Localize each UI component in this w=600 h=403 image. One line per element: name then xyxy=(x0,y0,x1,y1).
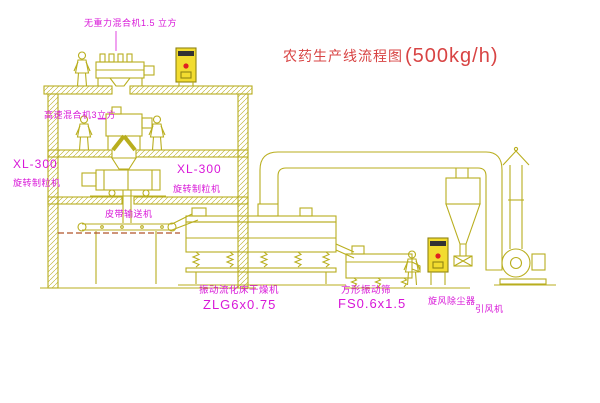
vibrating-screen-drawing xyxy=(345,245,421,288)
label-screen-name: 方形振动筛 xyxy=(341,285,392,296)
granulator-drawing xyxy=(81,157,166,223)
worker-figure-1 xyxy=(73,51,91,87)
mixer-motor xyxy=(143,65,155,76)
label-dryer-name: 振动流化床干燥机 xyxy=(199,285,280,296)
hs-mixer-motor xyxy=(141,117,153,129)
label-belt-conveyor: 皮带输送机 xyxy=(105,209,153,219)
fluidized-bed-dryer-drawing xyxy=(185,203,355,284)
indicator-light-2 xyxy=(435,253,441,259)
ground-lines xyxy=(40,284,556,289)
label-cyclone: 旋风除尘器 xyxy=(428,296,476,306)
label-granulator-mid-model: XL-300 xyxy=(177,162,222,176)
diagram-title: 农药生产线流程图 (500kg/h) xyxy=(283,46,499,66)
label-leader-lines xyxy=(98,31,117,120)
control-cabinet-1 xyxy=(175,47,197,86)
label-fan: 引风机 xyxy=(475,304,504,314)
indicator-light-1 xyxy=(183,63,189,69)
label-dryer-model: ZLG6x0.75 xyxy=(203,297,277,312)
building-structure xyxy=(43,85,253,289)
floor-slab-3 xyxy=(47,196,123,205)
belt-conveyor-drawing xyxy=(58,213,199,284)
roof-slab xyxy=(43,85,113,95)
label-granulator-mid-name: 旋转制粒机 xyxy=(173,184,221,194)
gravity-mixer-drawing xyxy=(95,53,155,87)
worker-figure-2 xyxy=(75,115,93,151)
control-cabinet-2 xyxy=(427,237,449,285)
label-screen-model: FS0.6x1.5 xyxy=(338,296,407,311)
label-gravity-mixer: 无重力混合机1.5 立方 xyxy=(84,18,178,28)
high-speed-mixer-drawing xyxy=(105,106,153,152)
granulator-motor xyxy=(81,172,97,187)
label-granulator-left-name: 旋转制粒机 xyxy=(13,178,61,188)
exhaust-stack-drawing xyxy=(502,146,530,249)
fan-motor xyxy=(531,253,546,271)
cyclone-separator-drawing xyxy=(445,177,481,267)
rotary-valve xyxy=(453,255,473,267)
diagram-title-capacity: (500kg/h) xyxy=(405,45,499,67)
induced-draft-fan-drawing xyxy=(499,248,547,285)
label-granulator-left-model: XL-300 xyxy=(13,157,58,171)
building-column-left xyxy=(47,93,59,289)
building-column-right xyxy=(237,93,249,289)
label-high-speed-mixer: 高速混合机3立方 xyxy=(44,110,117,120)
worker-figure-3 xyxy=(148,115,166,151)
floor-slab-2 xyxy=(47,149,113,158)
diagram-title-text: 农药生产线流程图 xyxy=(283,48,403,64)
